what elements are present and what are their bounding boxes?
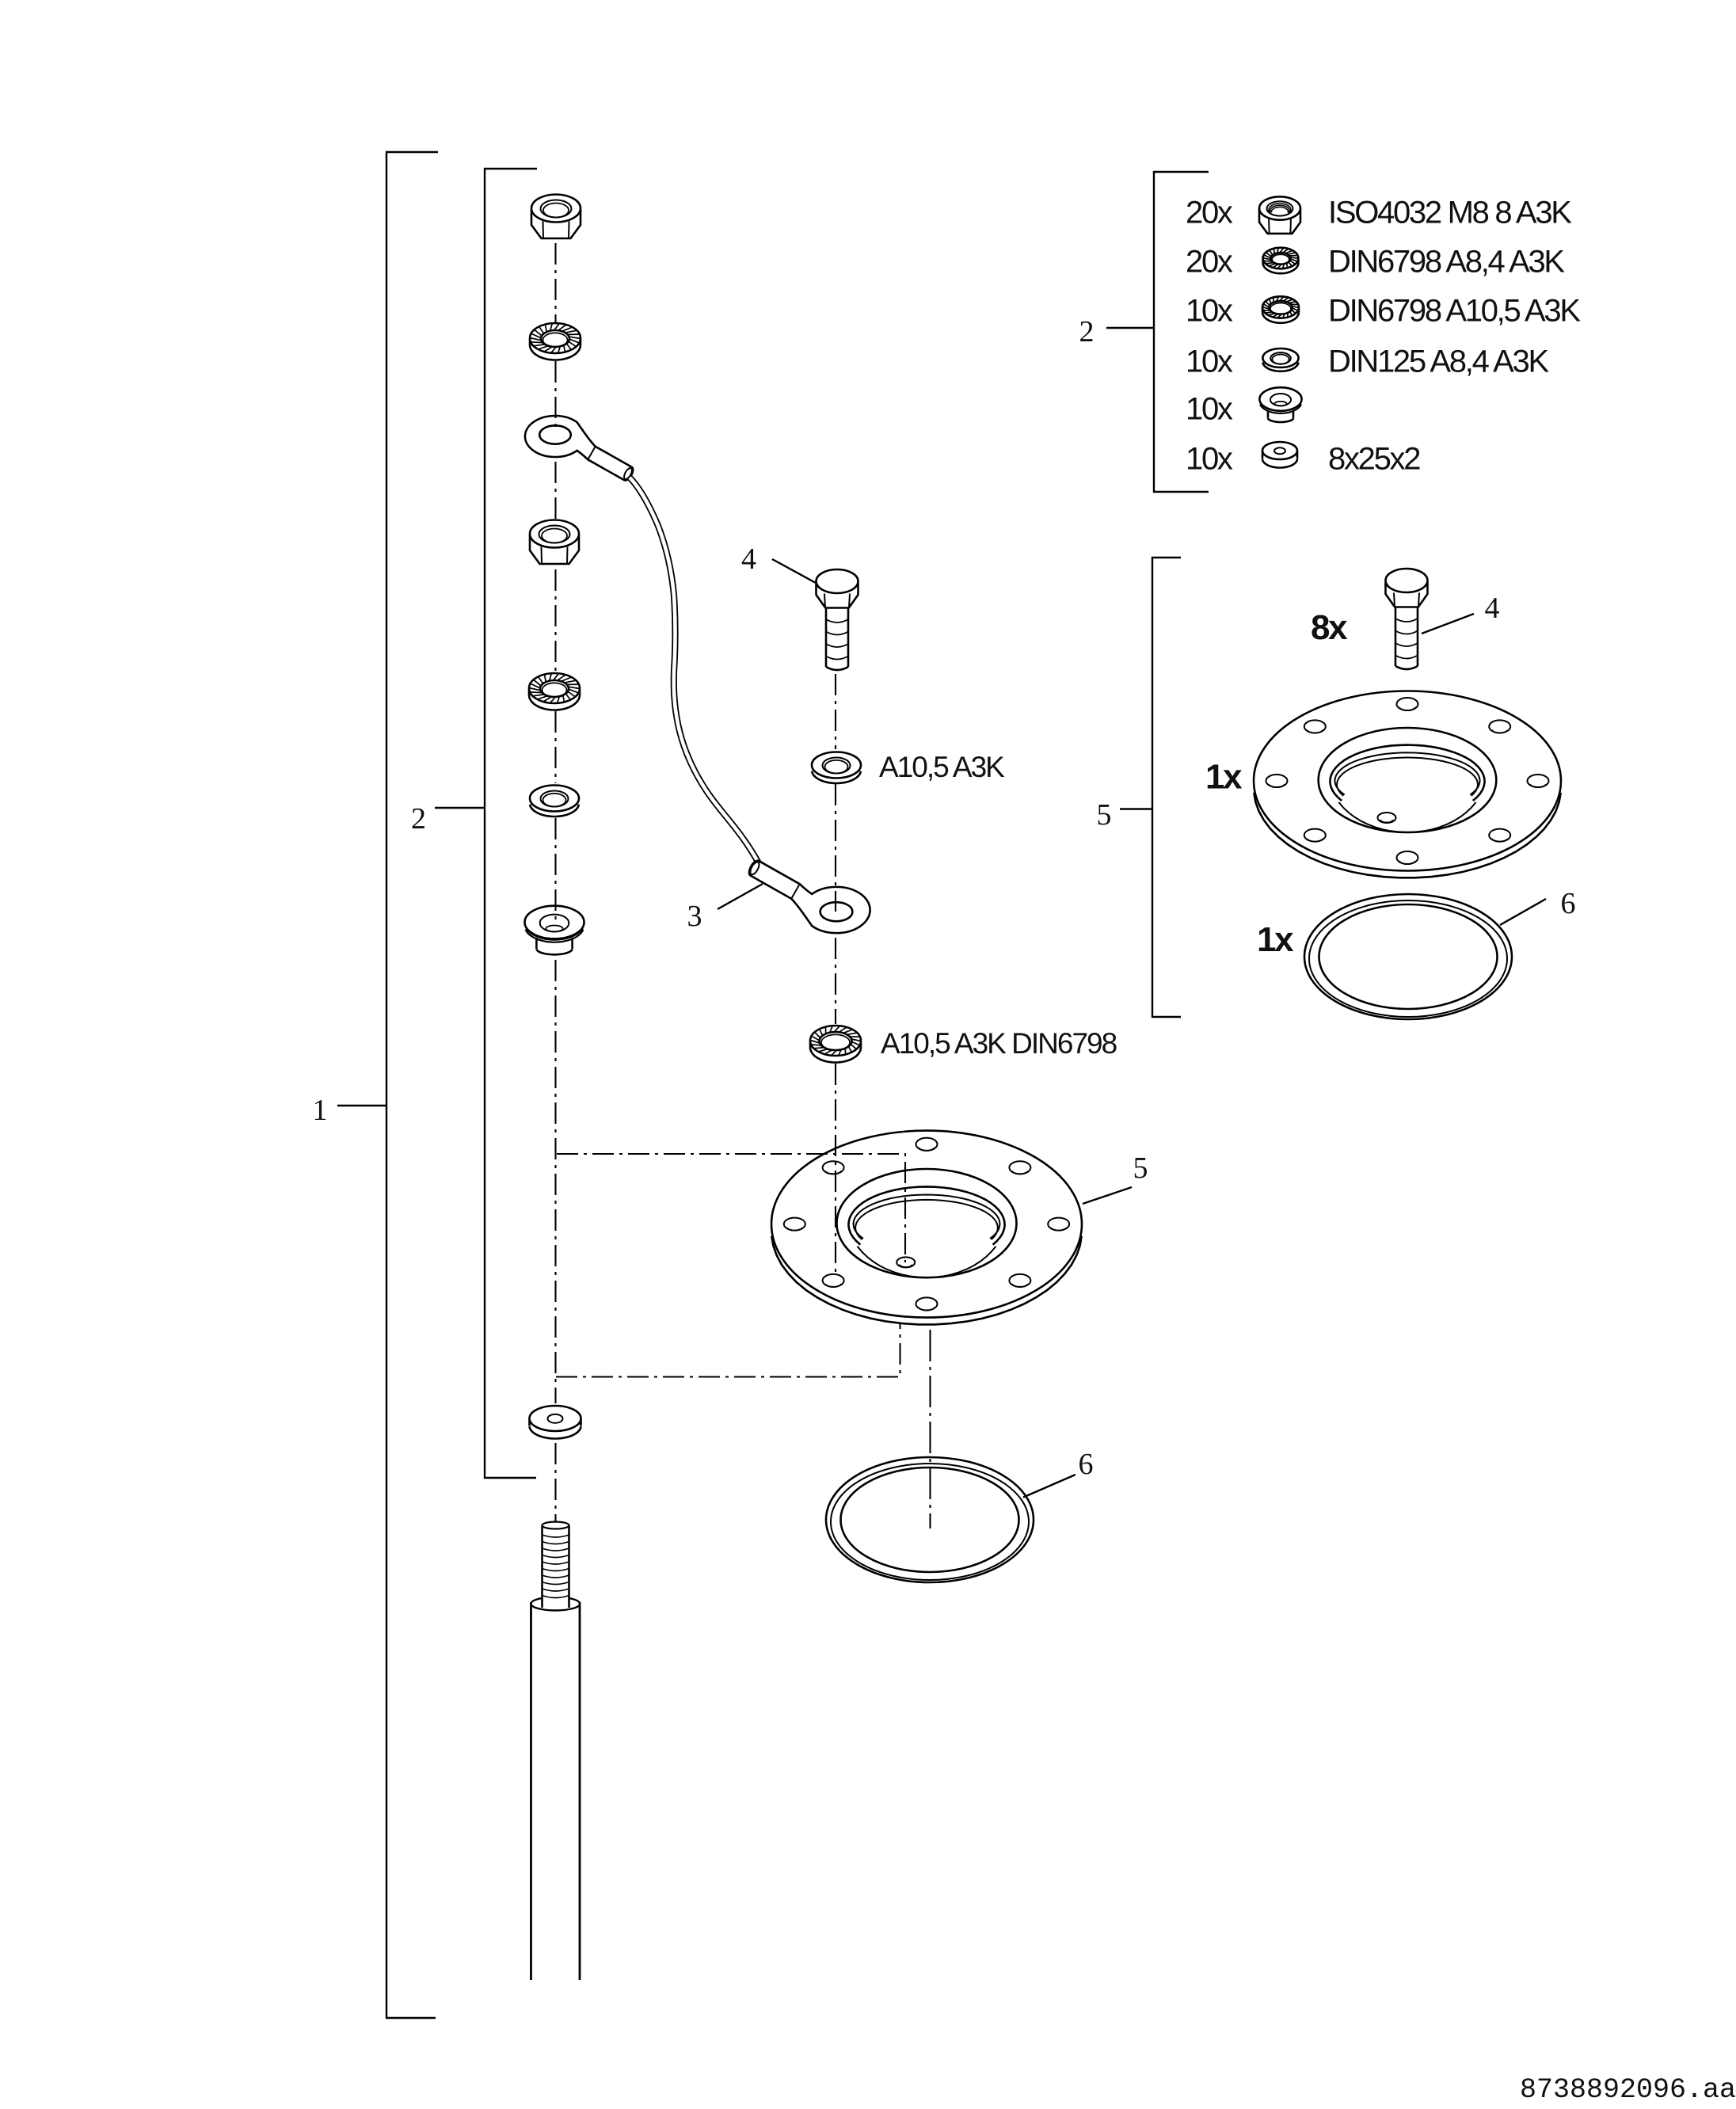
- svg-text:20x: 20x: [1186, 245, 1233, 280]
- svg-text:1: 1: [313, 1094, 328, 1127]
- svg-text:2: 2: [411, 802, 426, 836]
- svg-text:6: 6: [1561, 887, 1576, 920]
- svg-text:A10,5 A3K DIN6798: A10,5 A3K DIN6798: [881, 1027, 1117, 1060]
- svg-text:10x: 10x: [1186, 345, 1233, 379]
- svg-text:5: 5: [1133, 1152, 1148, 1185]
- svg-text:DIN125 A8,4 A3K: DIN125 A8,4 A3K: [1328, 345, 1549, 379]
- svg-text:2: 2: [1079, 315, 1095, 348]
- svg-text:DIN6798 A8,4 A3K: DIN6798 A8,4 A3K: [1328, 245, 1565, 280]
- svg-text:10x: 10x: [1186, 442, 1233, 477]
- svg-text:1x: 1x: [1257, 920, 1294, 959]
- svg-text:A10,5 A3K: A10,5 A3K: [879, 751, 1005, 783]
- svg-text:1x: 1x: [1205, 758, 1243, 797]
- svg-text:ISO4032 M8 8 A3K: ISO4032 M8 8 A3K: [1328, 196, 1572, 230]
- svg-text:10x: 10x: [1186, 294, 1233, 329]
- svg-text:6: 6: [1079, 1448, 1094, 1481]
- svg-text:DIN6798 A10,5 A3K: DIN6798 A10,5 A3K: [1328, 294, 1581, 329]
- svg-text:8x: 8x: [1311, 608, 1348, 647]
- svg-text:8x25x2: 8x25x2: [1328, 442, 1420, 477]
- svg-text:4: 4: [1485, 592, 1500, 625]
- svg-text:4: 4: [741, 542, 756, 576]
- svg-text:20x: 20x: [1186, 196, 1233, 230]
- svg-text:3: 3: [687, 900, 702, 933]
- svg-text:5: 5: [1097, 798, 1112, 832]
- svg-text:10x: 10x: [1186, 392, 1233, 427]
- svg-text:8738892096.aa: 8738892096.aa: [1520, 2074, 1736, 2106]
